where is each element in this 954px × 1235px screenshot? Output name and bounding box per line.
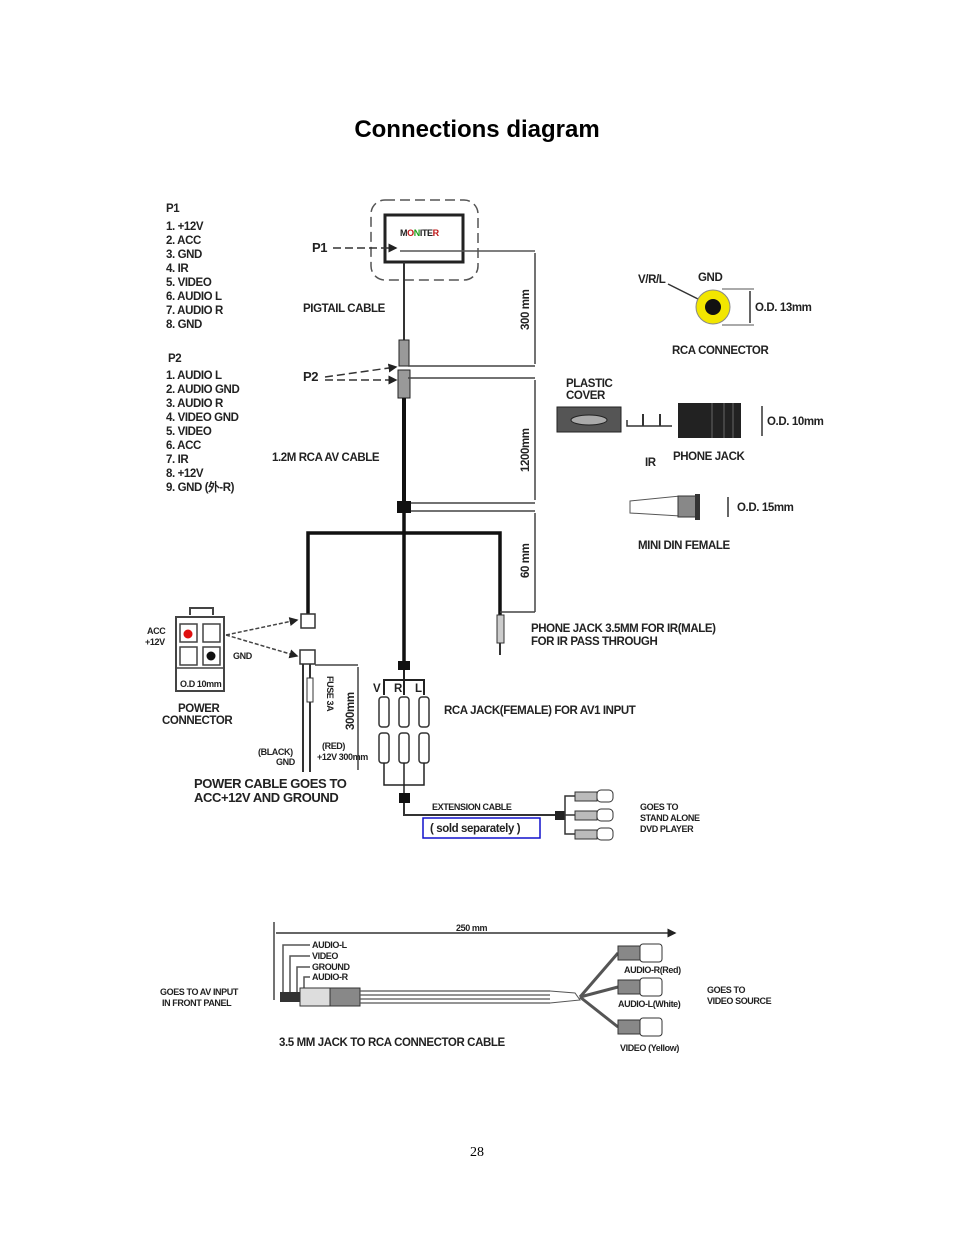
rca-od-label: O.D. 13mm — [755, 302, 812, 314]
p2-pin: 2. AUDIO GND — [166, 384, 239, 396]
phone-jack-label: PHONE JACK — [673, 451, 745, 463]
mini-din-od: O.D. 15mm — [737, 502, 794, 514]
p1-pin: 1. +12V — [166, 221, 204, 233]
wire-label: AUDIO-L — [312, 940, 348, 950]
p1-pin: 8. GND — [166, 319, 202, 331]
p2-pin: 7. IR — [166, 454, 189, 466]
p1-pointer-label: P1 — [312, 240, 327, 255]
wire-label: GROUND — [312, 962, 350, 972]
p1-pin: 7. AUDIO R — [166, 305, 224, 317]
red-wire-label-2: +12V 300mm — [317, 752, 368, 762]
black-wire-label-2: GND — [276, 757, 296, 767]
rca-gnd-label: GND — [698, 272, 722, 284]
power-connector-label-2: CONNECTOR — [162, 715, 233, 727]
phone-jack-ir: IR — [645, 457, 657, 469]
power-caption-1: POWER CABLE GOES TO — [194, 776, 347, 791]
sold-separately-note: ( sold separately ) — [430, 823, 521, 835]
p2-pin: 8. +12V — [166, 468, 204, 480]
rca-v-label: V — [373, 683, 381, 695]
p2-heading: P2 — [168, 353, 181, 365]
p2-pin: 5. VIDEO — [166, 426, 212, 438]
phone-jack-od: O.D. 10mm — [767, 416, 824, 428]
p2-pin: 9. GND (外-R) — [166, 480, 235, 494]
p2-pin: 4. VIDEO GND — [166, 412, 239, 424]
dim-300mm: 300 mm — [520, 289, 532, 330]
cable-branch: PHONE JACK 3.5MM FOR IR(MALE) FOR IR PAS… — [300, 501, 717, 665]
plastic-cover-label-2: COVER — [566, 390, 606, 402]
phone-jack: PLASTIC COVER O.D. 10mm IR PHONE JACK — [556, 378, 824, 469]
dim-60mm: 60 mm — [520, 543, 532, 578]
p1-pin: 3. GND — [166, 249, 202, 261]
rca-r-label: R — [394, 683, 403, 695]
p2-pin: 6. ACC — [166, 440, 201, 452]
plastic-cover-label-1: PLASTIC — [566, 378, 612, 390]
bottom-cable-caption: 3.5 MM JACK TO RCA CONNECTOR CABLE — [279, 1037, 506, 1049]
p1-pin: 6. AUDIO L — [166, 291, 222, 303]
dim-1200mm: 1200mm — [520, 428, 532, 472]
page-number: 28 — [470, 1145, 484, 1160]
power-caption-2: ACC+12V AND GROUND — [194, 790, 338, 805]
acc-label: ACC — [147, 626, 166, 636]
p2-pin-list: P2 1. AUDIO L 2. AUDIO GND 3. AUDIO R 4.… — [166, 353, 240, 494]
rca-jack-label: RCA JACK(FEMALE) FOR AV1 INPUT — [444, 705, 636, 717]
rca-vrl-label: V/R/L — [638, 274, 666, 286]
bottom-dim-label: 250 mm — [456, 923, 488, 933]
p1-pin: 2. ACC — [166, 235, 201, 247]
rca-connector: V/R/L GND O.D. 13mm RCA CONNECTOR — [638, 272, 812, 357]
red-wire-label-1: (RED) — [322, 741, 345, 751]
jack-to-rca-cable: 250 mm AUDIO-L VIDEO GROUND AUDIO-R GOES… — [160, 922, 772, 1053]
p2-pin: 1. AUDIO L — [166, 370, 222, 382]
goes-to-line3: DVD PLAYER — [640, 824, 694, 834]
p1-pin: 5. VIDEO — [166, 277, 212, 289]
rca-av-cable-label: 1.2M RCA AV CABLE — [272, 452, 380, 464]
video-source-line1: GOES TO — [707, 985, 745, 995]
power-cable: FUSE 3A 300mm (BLACK) GND (RED) +12V 300… — [194, 649, 369, 805]
av-input-line2: IN FRONT PANEL — [162, 998, 232, 1008]
fuse-label: FUSE 3A — [325, 676, 335, 712]
video-source-line2: VIDEO SOURCE — [707, 996, 772, 1006]
power-dim-label: 300mm — [345, 692, 357, 730]
plug-label: AUDIO-L(White) — [618, 999, 681, 1009]
wire-label: AUDIO-R — [312, 972, 349, 982]
p1-heading: P1 — [166, 203, 180, 215]
extension-cable: EXTENSION CABLE ( sold separately ) GOES… — [422, 789, 700, 841]
power-connector: ACC +12V GND O.D 10mm POWER CONNECTOR — [145, 607, 299, 727]
power-od-label: O.D 10mm — [180, 679, 222, 689]
monitor-label: MONITER — [400, 228, 440, 238]
monitor: MONITER P1 — [312, 199, 535, 281]
goes-to-line2: STAND ALONE — [640, 813, 700, 823]
av-input-line1: GOES TO AV INPUT — [160, 987, 239, 997]
rca-jacks: V R L RCA JACK(FEMALE) FOR AV1 INPUT — [373, 661, 636, 816]
mini-din-label: MINI DIN FEMALE — [638, 540, 730, 552]
plug-label: VIDEO (Yellow) — [620, 1043, 679, 1053]
ir-jack-line2: FOR IR PASS THROUGH — [531, 636, 657, 648]
sold-separately-box — [422, 817, 541, 839]
gnd-label: GND — [233, 651, 253, 661]
p1-pin-list: P1 1. +12V 2. ACC 3. GND 4. IR 5. VIDEO … — [166, 203, 224, 331]
rca-connector-label: RCA CONNECTOR — [672, 345, 769, 357]
dimension-lines: 300 mm 1200mm 60 mm — [409, 253, 536, 612]
plug-label: AUDIO-R(Red) — [624, 965, 681, 975]
wire-label: VIDEO — [312, 951, 338, 961]
plus12v-label: +12V — [145, 637, 165, 647]
ir-jack-line1: PHONE JACK 3.5MM FOR IR(MALE) — [531, 623, 716, 635]
p2-pin: 3. AUDIO R — [166, 398, 224, 410]
pigtail-label: PIGTAIL CABLE — [303, 303, 386, 315]
mini-din-female: O.D. 15mm MINI DIN FEMALE — [629, 494, 794, 552]
extension-cable-label: EXTENSION CABLE — [432, 802, 512, 812]
p2-pointer-label: P2 — [303, 369, 318, 384]
pigtail-cable: PIGTAIL CABLE P2 1.2M RCA AV CABLE — [272, 262, 535, 503]
black-wire-label-1: (BLACK) — [258, 747, 293, 757]
goes-to-line1: GOES TO — [640, 802, 678, 812]
p1-pin: 4. IR — [166, 263, 189, 275]
power-connector-label-1: POWER — [178, 703, 221, 715]
acc-pin-dot — [183, 629, 193, 639]
rca-l-label: L — [415, 683, 422, 695]
page-title: Connections diagram — [354, 116, 600, 143]
